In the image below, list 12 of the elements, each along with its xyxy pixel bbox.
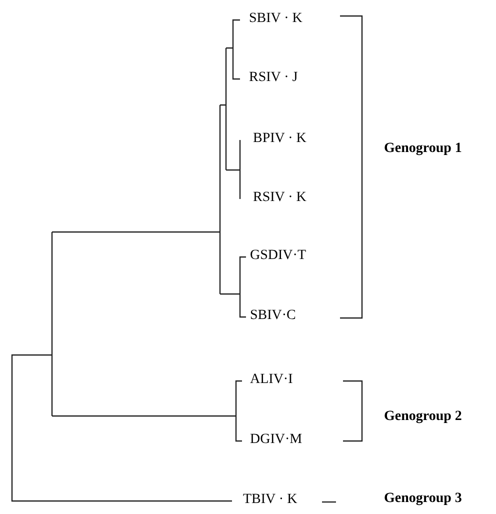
leaf-label: SBIV · K bbox=[249, 10, 302, 28]
leaf-label: BPIV · K bbox=[253, 130, 306, 148]
leaf-label: RSIV · K bbox=[253, 189, 306, 207]
leaf-label: DGIV·M bbox=[250, 431, 302, 449]
leaf-label: TBIV · K bbox=[243, 491, 298, 509]
group-label: Genogroup 1 bbox=[384, 140, 462, 158]
group-label: Genogroup 3 bbox=[384, 490, 462, 508]
leaf-label: ALIV·I bbox=[250, 371, 293, 389]
leaf-label: GSDIV·T bbox=[250, 247, 306, 265]
leaf-label: SBIV·C bbox=[250, 307, 296, 325]
leaf-label: RSIV · J bbox=[249, 69, 298, 87]
group-label: Genogroup 2 bbox=[384, 408, 462, 426]
